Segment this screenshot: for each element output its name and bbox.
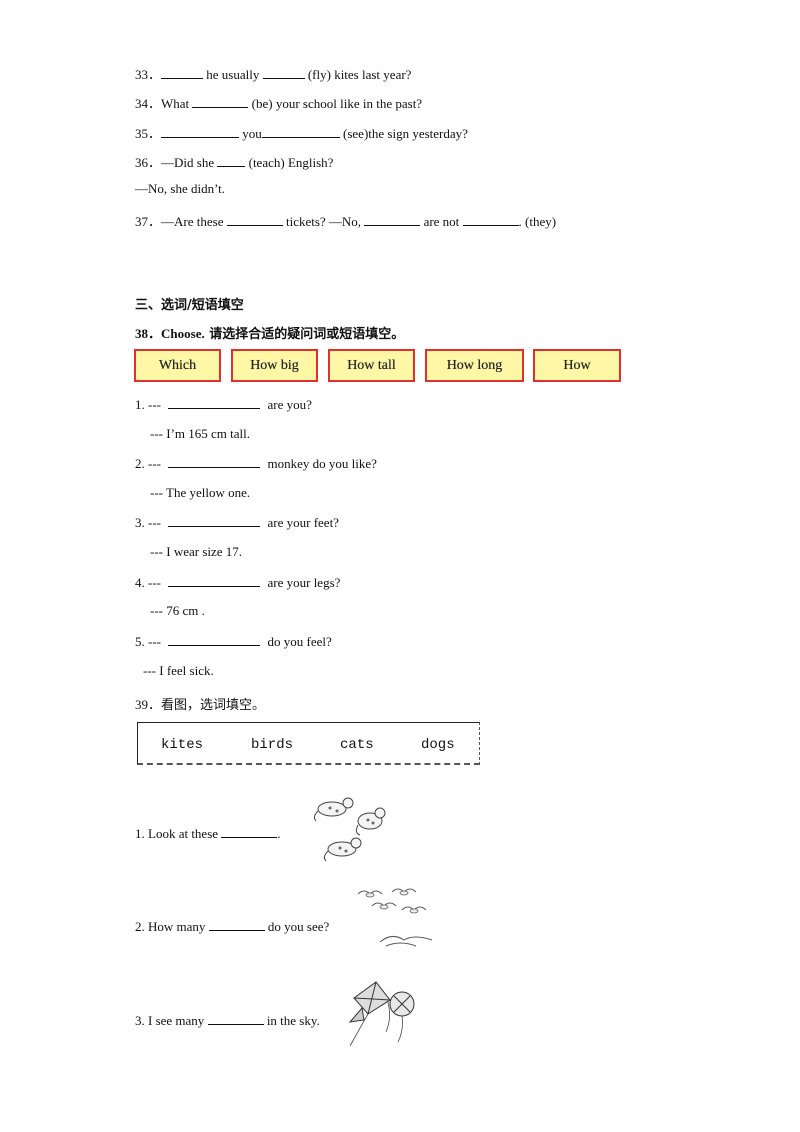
question-number: 35． (135, 126, 162, 141)
item-text: monkey do you like? (264, 456, 377, 471)
question-number: 37． (135, 214, 162, 229)
prompt-chinese: 请选择合适的疑问词或短语填空。 (204, 327, 405, 342)
word-option-how-long: How long (425, 349, 524, 382)
word-option-label: Which (158, 357, 197, 373)
question-text: . (they) (518, 214, 557, 229)
answer-blank[interactable] (161, 126, 240, 138)
item-text: . (277, 826, 281, 841)
word-option-which: Which (134, 349, 221, 382)
answer-blank[interactable] (168, 515, 261, 527)
item-text: 2. How many (135, 919, 209, 934)
question-37: 37．—Are these tickets? —No, are not . (t… (135, 211, 556, 230)
q38-item-1: 1. --- are you? (135, 397, 312, 413)
word-bank-item: cats (340, 737, 374, 753)
q38-item-2-reply: --- The yellow one. (150, 485, 251, 500)
question-36-answer: —No, she didn’t. (135, 181, 226, 196)
item-text: 3. I see many (135, 1013, 208, 1028)
answer-blank[interactable] (168, 575, 261, 587)
q38-item-2: 2. --- monkey do you like? (135, 456, 377, 472)
question-text: the past? (372, 96, 423, 111)
item-text: do you feel? (264, 634, 332, 649)
answer-blank[interactable] (192, 96, 249, 108)
question-text: are not (420, 214, 463, 229)
answer-blank[interactable] (364, 214, 421, 226)
question-text: (be) your school like in (248, 96, 373, 111)
answer-blank[interactable] (207, 1013, 264, 1025)
question-38-prompt: 38．Choose. 请选择合适的疑问词或短语填空。 (135, 323, 404, 342)
question-number: 34． (135, 96, 162, 111)
question-text: What (161, 96, 193, 111)
question-33: 33． he usually (fly) kites last year? (135, 64, 411, 83)
word-option-label: How big (250, 357, 299, 373)
item-text: are your legs? (264, 575, 341, 590)
answer-blank[interactable] (261, 126, 340, 138)
word-option-label: How tall (347, 357, 396, 373)
item-number: 1. --- (135, 397, 165, 412)
answer-blank[interactable] (161, 67, 204, 79)
item-number: 2. --- (135, 456, 165, 471)
word-option-how-big: How big (231, 349, 318, 382)
question-36: 36．—Did she (teach) English? (135, 152, 333, 171)
q38-item-3: 3. --- are your feet? (135, 515, 339, 531)
item-text: do you see? (264, 919, 330, 934)
birds-picture (357, 888, 433, 947)
q38-item-4: 4. --- are your legs? (135, 575, 340, 591)
answer-blank[interactable] (221, 826, 278, 838)
question-number: 36． (135, 155, 162, 170)
item-text: 1. Look at these (135, 826, 222, 841)
question-text: (see)the sign yesterday? (339, 126, 468, 141)
item-text: are your feet? (264, 515, 339, 530)
answer-blank[interactable] (226, 214, 283, 226)
item-text: are you? (264, 397, 312, 412)
q38-item-1-reply: --- I’m 165 cm tall. (150, 426, 250, 441)
item-text: in the sky. (263, 1013, 320, 1028)
q38-item-5: 5. --- do you feel? (135, 634, 332, 650)
q38-item-4-reply: --- 76 cm . (150, 603, 205, 618)
kites-picture (348, 981, 415, 1047)
prompt-english: Choose. (161, 326, 205, 341)
answer-blank[interactable] (262, 67, 305, 79)
question-text: —Did she (161, 155, 218, 170)
word-option-how-tall: How tall (328, 349, 415, 382)
word-option-how: How (533, 349, 621, 382)
q38-item-5-reply: --- I feel sick. (143, 663, 214, 678)
answer-blank[interactable] (168, 456, 261, 468)
answer-blank[interactable] (462, 214, 519, 226)
question-39-prompt: 39．看图，选词填空。 (135, 694, 265, 713)
word-bank-item: birds (251, 737, 294, 753)
word-option-label: How long (446, 357, 503, 373)
prompt-chinese: 看图，选词填空。 (161, 698, 266, 713)
answer-blank[interactable] (217, 155, 246, 167)
question-number: 39． (135, 697, 162, 712)
q39-item-1: 1. Look at these . (135, 826, 281, 842)
question-text: tickets? —No, (282, 214, 365, 229)
word-bank-item: dogs (421, 737, 455, 753)
question-text: —Are these (161, 214, 227, 229)
question-text: you (239, 126, 262, 141)
answer-blank[interactable] (168, 634, 261, 646)
item-number: 5. --- (135, 634, 165, 649)
question-35: 35． you (see)the sign yesterday? (135, 123, 468, 142)
question-text: (teach) English? (245, 155, 334, 170)
section-heading: 三、选词/短语填空 (135, 298, 244, 313)
cats-picture (313, 797, 386, 862)
question-34: 34．What (be) your school like in the pas… (135, 93, 422, 112)
q38-item-3-reply: --- I wear size 17. (150, 544, 243, 559)
question-text: (fly) kites last year? (304, 67, 412, 82)
question-text: he usually (203, 67, 263, 82)
item-number: 4. --- (135, 575, 165, 590)
question-number: 38． (135, 326, 162, 341)
word-option-label: How (563, 357, 591, 373)
question-number: 33． (135, 67, 162, 82)
word-bank-item: kites (161, 737, 204, 753)
q39-item-2: 2. How many do you see? (135, 919, 329, 935)
item-number: 3. --- (135, 515, 165, 530)
answer-blank[interactable] (208, 919, 265, 931)
q39-item-3: 3. I see many in the sky. (135, 1013, 320, 1029)
answer-blank[interactable] (168, 397, 261, 409)
word-bank: kites birds cats dogs (137, 722, 480, 765)
